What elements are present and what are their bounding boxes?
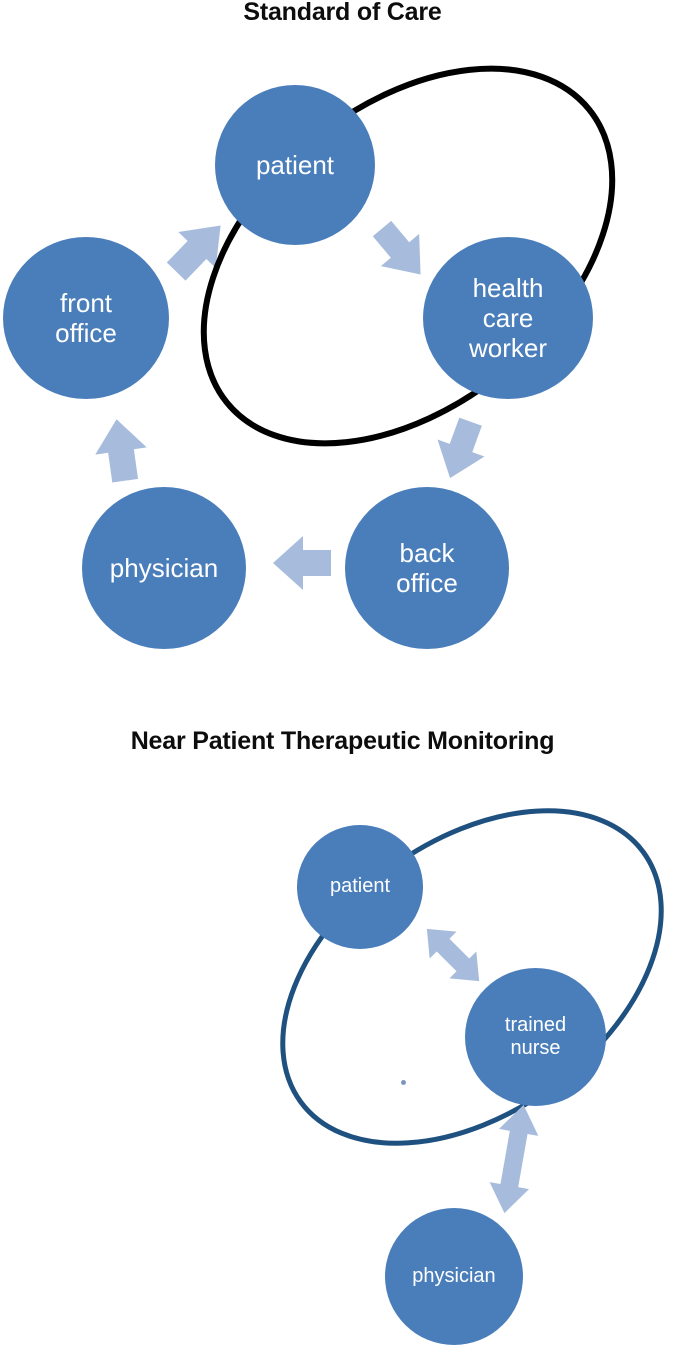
node-trained-nurse-line-2: nurse	[510, 1037, 561, 1059]
arrow-trained-nurse-physician	[489, 1104, 539, 1214]
node-back-office-line-1: back	[399, 537, 455, 568]
node-front-office-line-2: office	[55, 318, 117, 348]
node-back-office[interactable]: back office	[345, 487, 509, 649]
panel-standard-of-care: Standard of Care patient health	[3, 0, 616, 649]
node-physician-label: physician	[109, 552, 219, 583]
node-health-care-worker-line-3: worker	[468, 333, 547, 364]
node-patient-label: patient	[329, 875, 391, 898]
node-physician[interactable]: physician	[82, 487, 246, 649]
node-front-office[interactable]: front office	[3, 237, 169, 399]
panel-title-standard-of-care: Standard of Care	[243, 0, 442, 26]
node-health-care-worker[interactable]: health care worker	[423, 237, 593, 399]
arrow-health-care-worker-to-back-office	[437, 417, 485, 479]
node-physician[interactable]: physician	[385, 1208, 523, 1345]
arrow-patient-trained-nurse	[426, 928, 480, 982]
node-front-office-line-1: front	[59, 287, 113, 318]
node-patient-label: patient	[255, 149, 335, 180]
arrow-physician-to-front-office	[95, 419, 147, 483]
node-health-care-worker-line-1: health	[472, 272, 544, 303]
node-patient[interactable]: patient	[215, 85, 375, 245]
node-physician-label: physician	[412, 1264, 496, 1287]
node-back-office-line-2: office	[396, 568, 458, 598]
panel-title-near-patient-therapeutic-monitoring: Near Patient Therapeutic Monitoring	[130, 727, 555, 755]
node-patient[interactable]: patient	[297, 825, 423, 949]
arrow-patient-to-health-care-worker	[372, 220, 421, 275]
node-health-care-worker-line-2: care	[482, 302, 534, 333]
stray-dot-artifact	[401, 1080, 406, 1085]
node-trained-nurse-line-1: trained	[504, 1013, 567, 1036]
node-trained-nurse[interactable]: trained nurse	[465, 968, 606, 1106]
arrow-front-office-to-patient	[166, 225, 221, 281]
panel-near-patient-therapeutic-monitoring: Near Patient Therapeutic Monitoring pati…	[0, 700, 685, 1353]
arrow-back-office-to-physician	[273, 536, 331, 590]
